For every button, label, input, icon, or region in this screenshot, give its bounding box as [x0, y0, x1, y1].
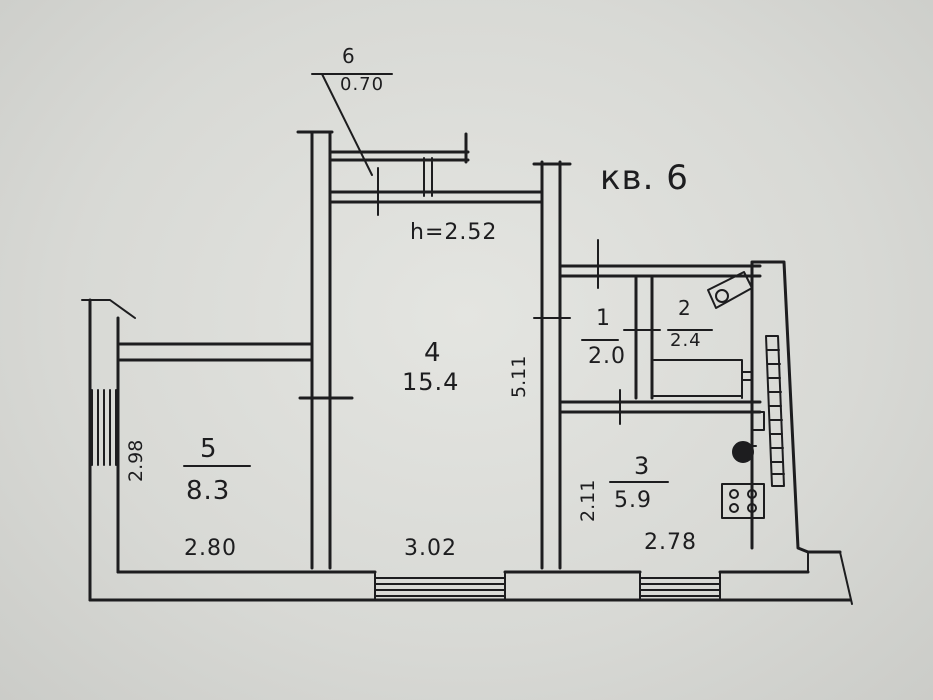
wall-wc-bath [634, 276, 654, 400]
window-bottom-kitchen [639, 571, 721, 601]
dim-room5-depth: 2.98 [125, 440, 147, 482]
wall-right [750, 260, 842, 554]
room-6-number: 6 [342, 44, 356, 68]
dim-room4-depth: 5.11 [508, 356, 530, 398]
outer-wall-left [88, 298, 120, 602]
ceiling-height: h=2.52 [410, 220, 498, 245]
wall-room5-top [118, 342, 314, 362]
wall-room4-right [532, 160, 572, 570]
vent-shaft [765, 335, 785, 487]
dim-room4-width: 3.02 [404, 536, 457, 561]
wall-room4-top [328, 190, 544, 204]
window-bottom-room4 [374, 571, 506, 601]
balcony-rail [328, 132, 470, 164]
apartment-label: кв. 6 [600, 158, 689, 198]
balcony-post [423, 157, 433, 197]
wall-bath-top [558, 264, 762, 278]
room-5-number: 5 [200, 434, 218, 464]
room-4-number: 4 [424, 338, 442, 368]
room-3-number: 3 [634, 452, 651, 480]
balcony-leader [311, 73, 393, 176]
dim-room3-depth: 2.11 [577, 480, 599, 522]
room-2-area: 2.4 [670, 330, 702, 351]
room-4-area: 15.4 [402, 368, 460, 396]
wall-break-left [81, 299, 136, 319]
stove-icon [721, 483, 765, 519]
dim-room5-width: 2.80 [184, 536, 237, 561]
boiler-icon [732, 441, 757, 463]
pipe [751, 411, 765, 431]
wall-bath-bottom [558, 400, 762, 414]
room-1-number: 1 [596, 306, 611, 331]
walls [81, 73, 853, 605]
window-left [91, 389, 117, 466]
wall-right-bottom [807, 551, 853, 605]
dim-room3-width: 2.78 [644, 530, 697, 555]
room-5-area: 8.3 [186, 476, 231, 506]
wall-room5-room4 [310, 130, 332, 570]
room-6-area: 0.70 [340, 74, 385, 95]
room-2-number: 2 [678, 296, 692, 320]
bathtub [653, 359, 753, 399]
room-1-area: 2.0 [588, 344, 626, 369]
room-3-area: 5.9 [614, 488, 652, 513]
